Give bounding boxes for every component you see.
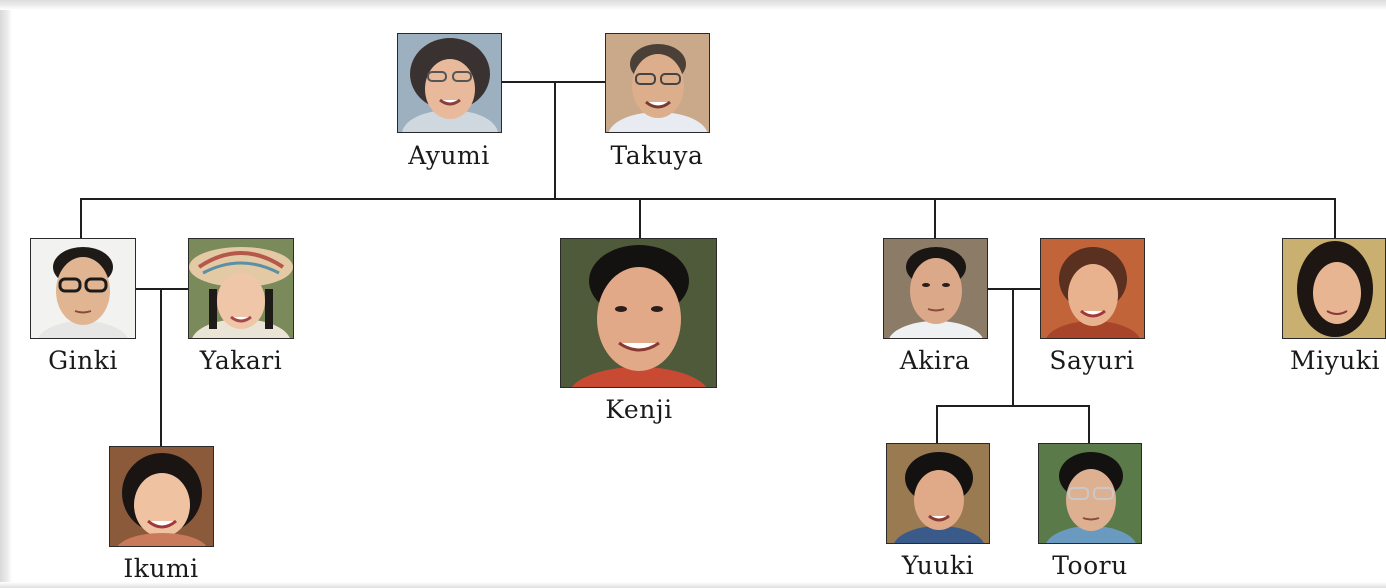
portrait-takuya [605, 33, 710, 133]
page-edge-bottom [0, 582, 1386, 588]
portrait-sayuri [1040, 238, 1145, 339]
portrait-ayumi [397, 33, 502, 133]
name-ginki: Ginki [48, 346, 118, 375]
portrait-tooru [1038, 443, 1142, 544]
name-miyuki: Miyuki [1290, 346, 1380, 375]
name-ikumi: Ikumi [123, 554, 199, 583]
portrait-ikumi [109, 446, 214, 547]
portrait-akira [883, 238, 988, 339]
name-sayuri: Sayuri [1049, 346, 1135, 375]
name-kenji: Kenji [605, 395, 673, 424]
name-akira: Akira [899, 346, 971, 375]
name-yakari: Yakari [199, 346, 283, 375]
name-tooru: Tooru [1052, 551, 1128, 580]
portrait-kenji [560, 238, 717, 388]
portrait-yakari [188, 238, 294, 339]
page-edge-top [0, 0, 1386, 10]
portrait-ginki [30, 238, 136, 339]
portrait-miyuki [1282, 238, 1386, 339]
portrait-yuuki [886, 443, 990, 544]
name-ayumi: Ayumi [408, 141, 490, 170]
page-edge-left [0, 0, 12, 588]
name-yuuki: Yuuki [901, 551, 975, 580]
name-takuya: Takuya [610, 141, 704, 170]
